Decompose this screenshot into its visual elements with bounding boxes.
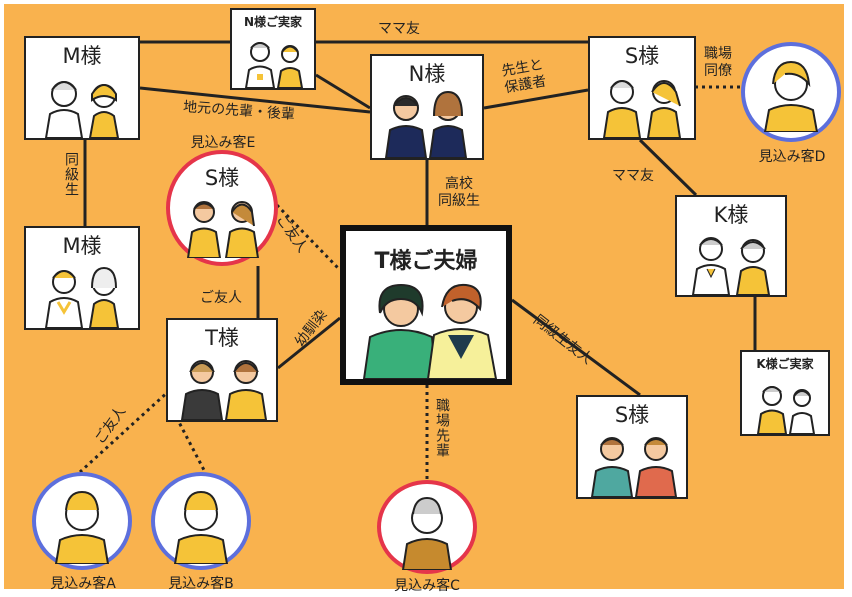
- relation-shokuba-douryou: 職場 同僚: [704, 46, 732, 80]
- person-name: S様: [624, 44, 660, 68]
- prospect-b-circle[interactable]: [151, 472, 251, 570]
- line-n-family-n: [315, 73, 371, 110]
- prospect-e-caption: 見込み客E: [190, 135, 256, 151]
- person-box-k-family[interactable]: K様ご実家: [740, 350, 830, 436]
- prospect-d-circle[interactable]: [741, 42, 841, 142]
- person-name: N様: [408, 62, 446, 86]
- couple-figure-icon: [44, 81, 120, 138]
- person-name: M様: [62, 44, 102, 68]
- person-box-s-bottom[interactable]: S様: [576, 395, 688, 499]
- person-box-s-top[interactable]: S様: [588, 36, 696, 140]
- relation-koukou-line1: 高校: [445, 176, 473, 192]
- relation-mama-tomo-top: ママ友: [378, 21, 420, 37]
- person-box-k[interactable]: K様: [675, 195, 787, 297]
- prospect-c-circle[interactable]: [377, 480, 477, 574]
- prospect-d-caption: 見込み客D: [758, 149, 826, 165]
- elderly-couple-icon: [756, 386, 816, 434]
- prospect-b-caption: 見込み客B: [168, 576, 234, 592]
- relation-mama-tomo-k: ママ友: [612, 168, 654, 184]
- prospect-a-circle[interactable]: [32, 472, 132, 570]
- dotted-scircle-couple: [270, 198, 342, 272]
- person-name: S様: [614, 403, 650, 427]
- prospect-a-caption: 見込み客A: [50, 576, 116, 592]
- relation-sensei: 先生と 保護者: [500, 57, 547, 98]
- dotted-t-a: [78, 388, 172, 474]
- line-m1-n: [139, 86, 371, 114]
- relation-shokuba-line1: 職場: [704, 46, 732, 62]
- person-box-n[interactable]: N様: [370, 54, 484, 160]
- relation-shokuba-senpai: 職場先輩: [434, 398, 450, 458]
- person-name: S様: [204, 166, 240, 190]
- person-box-t-couple[interactable]: T様ご夫婦: [340, 225, 512, 385]
- couple-figure-icon: [590, 437, 678, 497]
- prospect-e-circle[interactable]: S様: [166, 150, 278, 266]
- prospect-c-caption: 見込み客C: [394, 578, 460, 594]
- elderly-couple-icon: [244, 42, 304, 88]
- couple-suit-icon: [384, 90, 468, 158]
- person-box-n-family[interactable]: N様ご実家: [230, 8, 316, 90]
- person-icon: [54, 490, 110, 564]
- person-name: M様: [62, 234, 102, 258]
- main-couple-icon: [362, 283, 498, 379]
- person-icon: [401, 496, 453, 570]
- person-icon: [763, 60, 819, 132]
- line-t-couple: [277, 316, 341, 370]
- dotted-t-b: [168, 404, 207, 473]
- relation-doukyuusei-m: 同級生: [63, 152, 79, 197]
- relation-koukou: 高校 同級生: [438, 176, 480, 210]
- person-name: K様: [713, 203, 749, 227]
- person-box-m-bottom[interactable]: M様: [24, 226, 140, 330]
- person-name: N様ご実家: [243, 15, 303, 29]
- person-icon: [173, 490, 229, 564]
- relation-goyujin-t: ご友人: [200, 290, 242, 306]
- line-n-s1: [483, 88, 589, 110]
- elderly-couple-icon: [691, 237, 771, 295]
- couple-title: T様ご夫婦: [374, 249, 478, 274]
- couple-figure-icon: [44, 266, 120, 328]
- person-name: T様: [205, 326, 239, 350]
- person-box-t[interactable]: T様: [166, 318, 278, 422]
- couple-figure-icon: [180, 360, 268, 420]
- couple-figure-icon: [602, 80, 682, 138]
- person-box-m-top[interactable]: M様: [24, 36, 140, 140]
- relation-shokuba-line2: 同僚: [704, 63, 732, 79]
- line-couple-s2: [511, 298, 641, 397]
- relation-koukou-line2: 同級生: [438, 193, 480, 209]
- couple-figure-icon: [186, 201, 260, 258]
- line-s1-k: [638, 138, 698, 197]
- person-name: K様ご実家: [756, 357, 814, 371]
